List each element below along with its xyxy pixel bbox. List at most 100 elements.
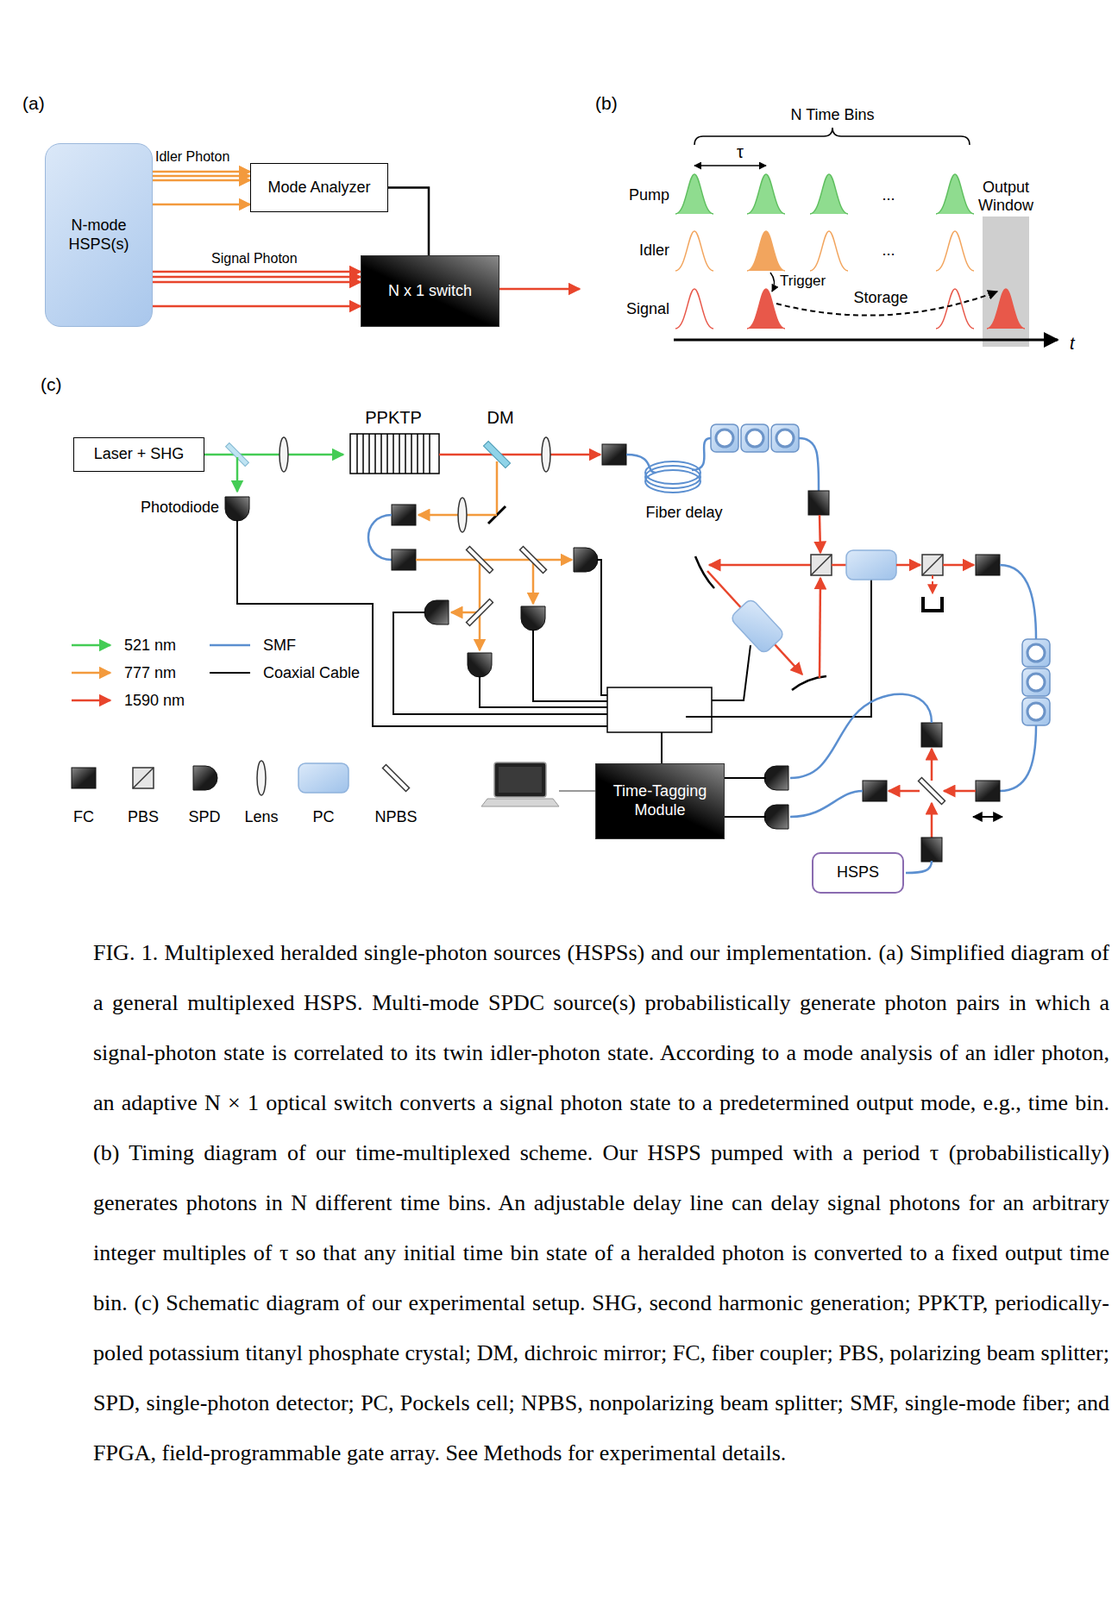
legend-symbol [193,766,218,791]
time-axis [673,339,1058,342]
legend-text: 521 nm [124,636,176,655]
connector-arrow [152,281,361,284]
node-text: N-mode HSPS(s) [54,216,144,254]
red-beam [896,564,921,567]
legend-sample [209,672,251,674]
text-label: PPKTP [364,408,422,428]
red-beam [707,571,803,675]
node-text: Mode Analyzer [267,178,371,198]
npbs [467,600,492,625]
detector [467,653,492,678]
fiber [368,515,392,560]
orange-beam [415,559,572,562]
coax-wire [724,777,767,779]
curved-mirror [695,556,715,589]
node-text: Time-Tagging Module [604,782,716,820]
connector-arrow [152,179,251,183]
legend-sample [209,644,251,647]
node-text: Laser + SHG [94,445,185,465]
text-label: t [1069,333,1075,354]
connector-arrow [152,175,251,178]
output-arrow [499,288,580,291]
fiber [999,725,1037,792]
polarization-paddle [771,424,799,453]
coax-wire [660,732,663,764]
fiber-coupler [921,837,943,862]
text-label: Fiber delay [645,503,723,522]
legend-symbol [298,763,349,793]
fiber-coupler [391,504,416,526]
coax-wire [237,520,608,727]
text-label: Idler [639,241,670,260]
red-beam [831,564,847,567]
pbs [810,554,832,576]
fiber [790,791,863,817]
detector [764,766,789,791]
fiber-coupler [391,549,416,571]
signal-pulse [986,288,1025,329]
process-box: N-mode HSPS(s) [44,143,153,327]
process-box: Laser + SHG [73,437,205,472]
process-box: Mode Analyzer [250,163,389,213]
polarization-paddle [1022,697,1050,726]
npbs [919,778,944,804]
fiber [905,860,932,874]
red-beam [930,748,934,781]
idler-pulse [810,231,848,271]
lens [458,497,467,533]
process-box: N x 1 switch [360,255,500,327]
node-text: N x 1 switch [388,282,472,302]
detector [573,547,598,572]
orange-beam [532,559,535,604]
trigger-arrow [770,272,775,292]
legend-text: 1590 nm [124,691,185,710]
coax-wire [724,816,767,818]
legend-symbol [257,760,266,796]
green-beam [236,457,239,492]
pump-pulse [935,174,974,214]
laptop-base [481,798,559,807]
text-label: N Time Bins [790,106,874,125]
red-beam [439,453,601,457]
legend-text: SPD [188,808,220,827]
pump-pulse [747,174,786,214]
connector-arrow [152,170,251,174]
fiber [691,438,711,471]
text-label: Photodiode [140,498,220,517]
process-box: Time-Tagging Module [595,763,725,840]
pump-pulse [675,174,714,214]
fiber-coil [645,470,701,493]
process-box: HSPS [811,852,905,894]
idler-pulse [675,231,714,271]
coax-wire [533,629,608,702]
polarization-paddle [741,424,769,453]
node-text: HSPS [836,863,880,883]
text-label: Idler Photon [155,149,230,165]
legend-sample [71,699,111,703]
legend-sample [71,644,111,647]
text-label: ... [881,241,895,260]
pockels-cell [846,550,897,580]
dumped-beam [931,575,934,594]
fiber-coupler [975,780,1000,802]
text-label: Pump [628,186,670,205]
curved-mirror [791,676,827,691]
fiber-coupler [975,554,1000,576]
idler-pulse [935,231,974,271]
fiber-coupler [808,490,830,516]
laptop-screen [494,762,547,798]
detector [424,600,449,625]
polarization-paddle [710,424,739,453]
legend-sample [71,672,111,675]
lens [541,437,551,472]
lens [279,437,289,472]
fiber [798,438,819,491]
signal-pulse [935,288,974,329]
connector-arrow [152,203,251,207]
legend-text: SMF [263,636,296,655]
detector [764,804,789,830]
idler-pulse [747,231,786,271]
text-label: (a) [22,93,45,114]
laptop-display [498,766,542,793]
